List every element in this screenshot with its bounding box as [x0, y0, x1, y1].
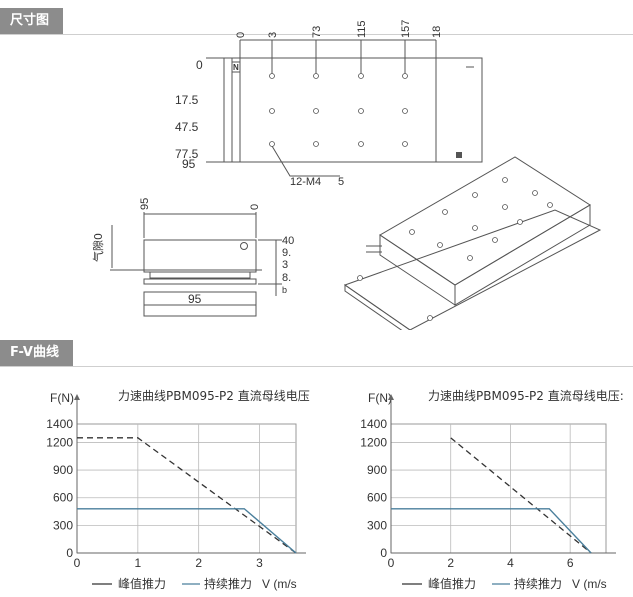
dim-top-115: 115	[356, 20, 368, 38]
dim-left-0: 0	[196, 58, 203, 72]
dim-top-3: 3	[267, 32, 279, 38]
air-gap-label: 气隙0	[91, 233, 105, 262]
dim-left-17.5: 17.5	[175, 93, 199, 107]
x-tick-label: 0	[74, 556, 81, 570]
y-tick-label: 1400	[46, 417, 73, 431]
chart-1-grid	[74, 394, 306, 554]
dim-top-73: 73	[311, 26, 323, 38]
y-tick-label: 1400	[360, 417, 387, 431]
chart-2-ylabel: F(N)	[368, 391, 392, 405]
x-tick-label: 3	[256, 556, 263, 570]
plot-frame	[76, 423, 297, 554]
series-peak-force	[77, 437, 297, 554]
connector-mark	[456, 152, 462, 158]
dimension-drawing: 0 3 73 115 157 18 0 17.5 47.5 77.5 95 N …	[91, 20, 602, 330]
y-tick-label: 1200	[46, 435, 73, 449]
dim-bottom-95: 95	[188, 292, 202, 306]
y-tick-label: 600	[367, 491, 387, 505]
chart-2-grid	[388, 394, 616, 554]
y-axis-arrow	[74, 394, 80, 400]
dim-top-157: 157	[400, 20, 412, 38]
dim-top-18: 18	[431, 26, 443, 38]
chart-2-legend: 峰值推力 持续推力 V (m/s	[402, 576, 607, 591]
section-title-text: 尺寸图	[10, 13, 50, 28]
chart-1-xlabel: V (m/s	[262, 577, 297, 591]
dim-left-95: 95	[182, 157, 196, 171]
plot-frame	[390, 423, 607, 554]
legend-continuous: 持续推力	[204, 576, 252, 591]
mark-n: N	[233, 63, 239, 72]
y-tick-label: 0	[66, 546, 73, 560]
dim-left-47.5: 47.5	[175, 120, 199, 134]
dim-right-3: 3	[282, 259, 288, 271]
dim-top-0: 0	[235, 32, 247, 38]
bottom-view	[143, 291, 257, 317]
x-tick-label: 6	[567, 556, 574, 570]
y-tick-label: 900	[53, 463, 73, 477]
x-tick-label: 0	[388, 556, 395, 570]
fv-chart-2: F(N) 力速曲线PBM095-P2 直流母线电压: 0 300 600 900 120…	[360, 389, 624, 591]
y-tick-label: 300	[53, 518, 73, 532]
x-tick-label: 4	[507, 556, 514, 570]
section-rule	[0, 366, 633, 367]
legend-continuous: 持续推力	[514, 576, 562, 591]
legend-peak: 峰值推力	[118, 576, 166, 591]
chart-2-title: 力速曲线PBM095-P2 直流母线电压:	[428, 389, 624, 403]
top-view-outline	[231, 57, 483, 163]
y-axis-arrow	[388, 394, 394, 400]
x-tick-label: 1	[134, 556, 141, 570]
series-continuous-force	[77, 508, 297, 554]
y-tick-label: 600	[53, 491, 73, 505]
chart-1-legend: 峰值推力 持续推力 V (m/s	[92, 576, 297, 591]
y-tick-label: 0	[380, 546, 387, 560]
iso-top	[379, 156, 591, 286]
chart-1-ticks: 0 300 600 900 1200 1400 0 1 2 3	[46, 417, 263, 570]
y-tick-label: 900	[367, 463, 387, 477]
chart-2-xlabel: V (m/s	[572, 577, 607, 591]
y-tick-label: 1200	[360, 435, 387, 449]
series-peak-force	[450, 437, 592, 554]
side-view-mover	[143, 239, 257, 273]
hole-callout: 12-M4	[290, 176, 321, 188]
section-title-fv: F-V曲线	[0, 340, 73, 366]
fv-chart-1: F(N) 力速曲线PBM095-P2 直流母线电压: 0300600900120…	[46, 389, 310, 591]
dim-left-77.5: 77.5	[175, 147, 199, 161]
chart-2-series	[391, 437, 592, 554]
chart-1-title: 力速曲线PBM095-P2 直流母线电压:	[118, 389, 310, 403]
dim-right-8: 8.	[282, 272, 291, 284]
hole-depth: 5	[338, 176, 344, 188]
dim-right-9: 9.	[282, 247, 291, 259]
chart-1-series	[77, 437, 297, 554]
x-tick-label: 2	[195, 556, 202, 570]
dim-side-95: 95	[139, 198, 151, 210]
section-title-text: F-V曲线	[10, 345, 59, 360]
chart-2-ticks: 0 300 600 900 1200 1400 0 2 4 6	[360, 417, 574, 570]
dim-side-0: 0	[249, 204, 261, 210]
dim-right-40: 40	[282, 235, 294, 247]
dim-right-b: b	[282, 285, 287, 295]
section-rule	[0, 34, 633, 35]
chart-1-ylabel: F(N)	[50, 391, 74, 405]
series-continuous-force	[391, 508, 592, 554]
y-tick-label: 300	[367, 518, 387, 532]
section-title-dimensions: 尺寸图	[0, 8, 64, 34]
legend-peak: 峰值推力	[428, 576, 476, 591]
x-tick-label: 2	[447, 556, 454, 570]
